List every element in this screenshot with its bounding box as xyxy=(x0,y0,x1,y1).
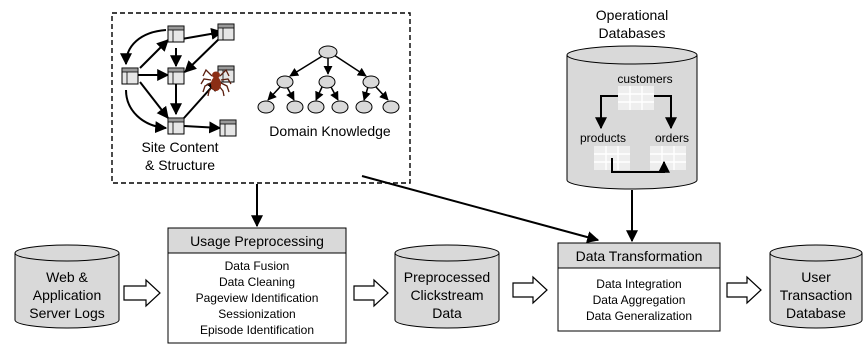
tree-node xyxy=(362,75,380,89)
customers-table xyxy=(617,85,655,111)
site-content-group: Domain Knowledge Site Content & Structur… xyxy=(111,12,411,184)
transformation-to-userdb-arrow xyxy=(726,275,762,305)
page-icon xyxy=(219,119,237,137)
operational-title-line2: Databases xyxy=(599,25,666,41)
tree-node xyxy=(307,100,325,114)
user-db-line1: User xyxy=(801,269,831,285)
page-icon xyxy=(167,117,185,135)
tree-node xyxy=(318,75,336,89)
data-transformation-box: Data Transformation Data Integration Dat… xyxy=(557,242,721,332)
usage-step: Data Fusion xyxy=(225,259,290,273)
preprocessed-line1: Preprocessed xyxy=(404,269,490,285)
site-content-dashed-box xyxy=(111,12,411,184)
site-to-transformation-arrow xyxy=(361,175,600,243)
user-db-line2: Transaction xyxy=(780,287,853,303)
web-logs-cylinder: Web & Application Server Logs xyxy=(14,244,120,329)
tree-node xyxy=(382,100,400,114)
tree-node xyxy=(318,45,338,59)
tree-node xyxy=(331,100,349,114)
orders-label: orders xyxy=(655,131,689,145)
spider-icon xyxy=(200,68,232,97)
preprocessed-line2: Clickstream xyxy=(410,287,483,303)
tree-node xyxy=(286,100,304,114)
usage-preprocessing-box: Usage Preprocessing Data Fusion Data Cle… xyxy=(167,227,347,344)
page-icon xyxy=(217,23,235,41)
user-transaction-cylinder: User Transaction Database xyxy=(769,244,863,329)
table-relations xyxy=(595,95,677,173)
transformation-step: Data Generalization xyxy=(586,309,692,323)
usage-preprocessing-title: Usage Preprocessing xyxy=(190,233,324,249)
operational-databases: Operational Databases customers products… xyxy=(566,7,698,190)
usage-step: Episode Identification xyxy=(200,323,314,337)
usage-to-preprocessed-arrow xyxy=(353,278,389,308)
usage-step: Pageview Identification xyxy=(196,291,319,305)
page-icon xyxy=(167,67,185,85)
data-transformation-title: Data Transformation xyxy=(576,248,703,264)
web-logs-line2: Application xyxy=(33,287,102,303)
data-transformation-header xyxy=(557,242,721,269)
page-icon xyxy=(121,67,139,85)
web-logs-line3: Server Logs xyxy=(29,305,104,321)
page-icon xyxy=(167,25,185,43)
transformation-step: Data Aggregation xyxy=(593,293,686,307)
usage-step: Sessionization xyxy=(218,307,295,321)
domain-knowledge-tree xyxy=(267,54,389,101)
site-content-label-line2: & Structure xyxy=(145,157,215,173)
tree-node xyxy=(257,100,275,114)
operational-cylinder-top xyxy=(566,45,698,65)
usage-step: Data Cleaning xyxy=(219,275,295,289)
usage-preprocessing-header xyxy=(167,227,347,254)
operational-title-line1: Operational xyxy=(596,7,668,23)
logs-to-usage-arrow xyxy=(123,278,161,308)
user-db-line3: Database xyxy=(786,305,846,321)
preprocessed-to-transformation-arrow xyxy=(512,275,548,305)
products-label: products xyxy=(580,131,626,145)
web-logs-line1: Web & xyxy=(46,269,88,285)
site-content-label-line1: Site Content xyxy=(141,139,218,155)
orders-table xyxy=(649,145,687,171)
preprocessed-line3: Data xyxy=(432,305,462,321)
transformation-step: Data Integration xyxy=(596,277,681,291)
tree-node xyxy=(276,75,294,89)
domain-knowledge-label: Domain Knowledge xyxy=(269,123,391,139)
preprocessed-cylinder: Preprocessed Clickstream Data xyxy=(394,244,500,329)
tree-node xyxy=(355,100,373,114)
customers-label: customers xyxy=(617,72,672,86)
tree-nodes xyxy=(257,45,400,114)
